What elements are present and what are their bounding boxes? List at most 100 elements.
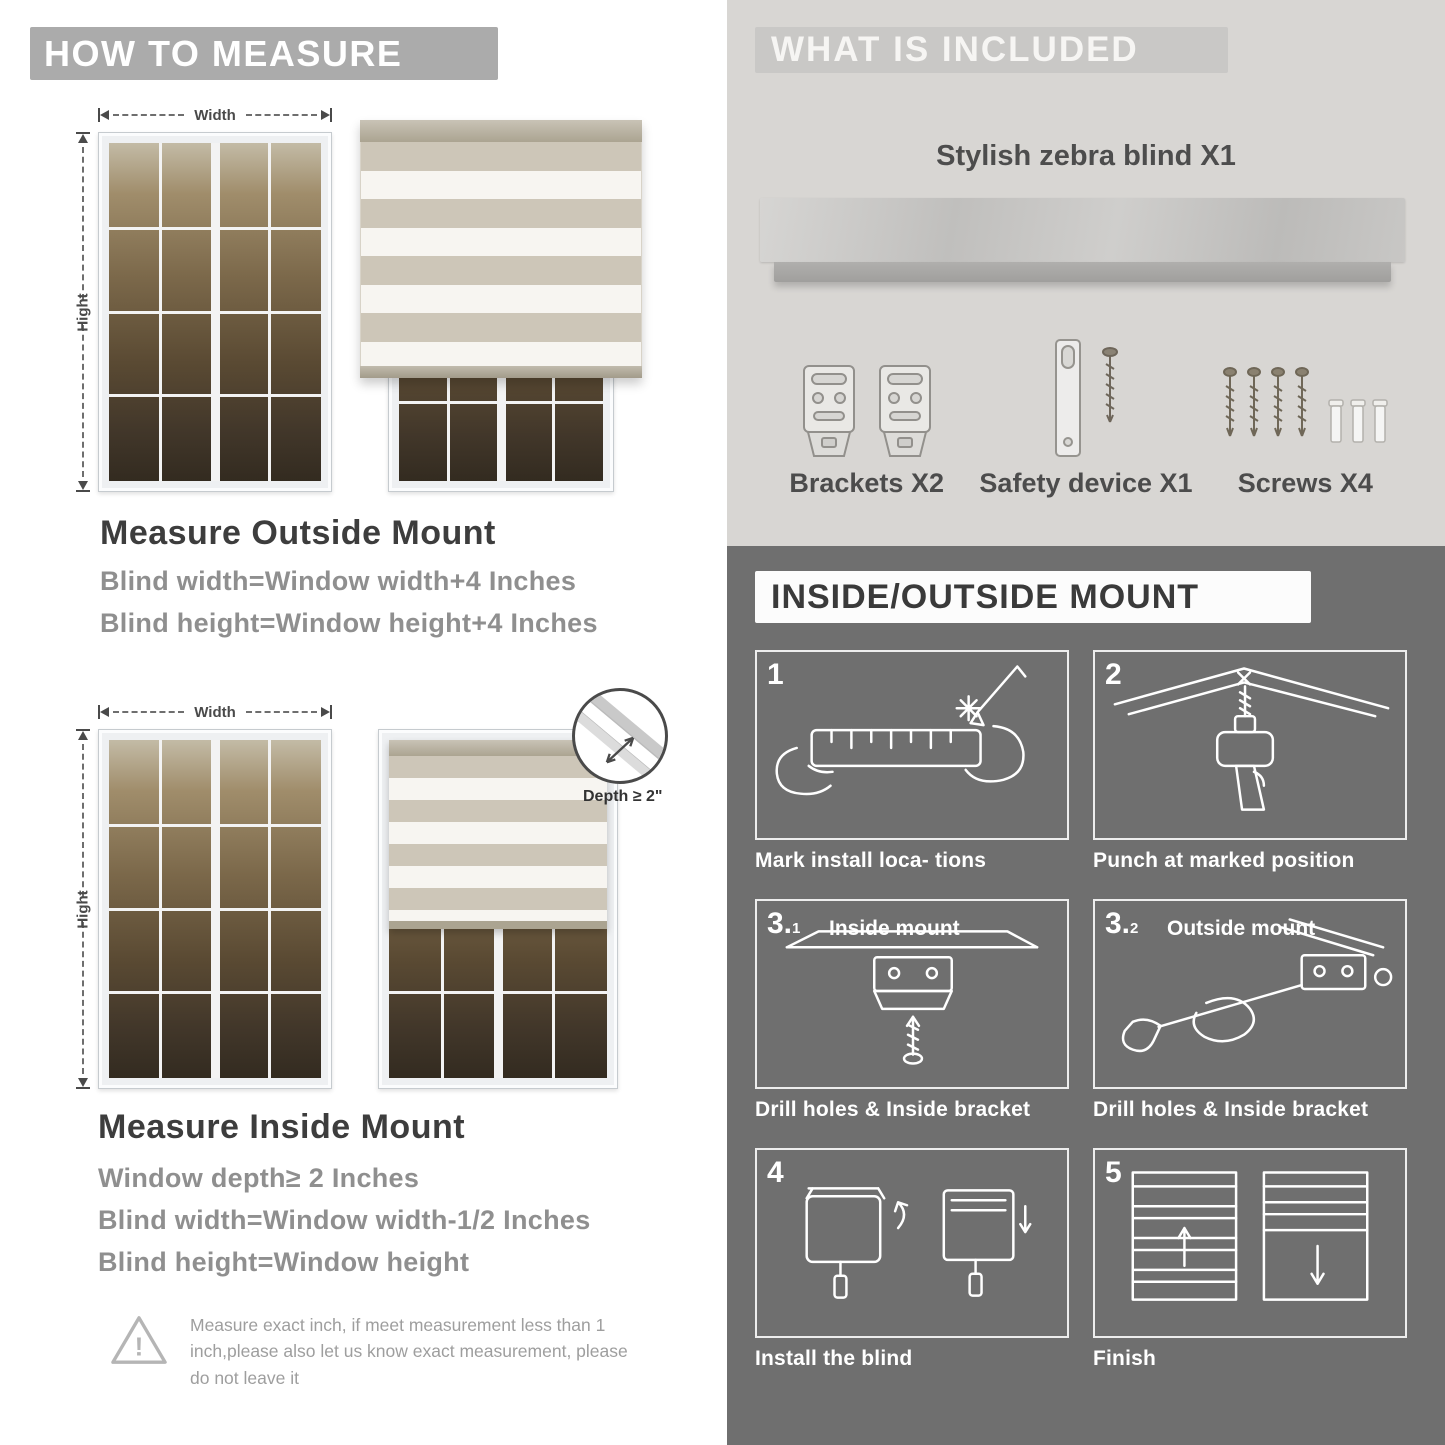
arrow-tick	[76, 490, 90, 492]
step-3-2-box: 3.2 Outside mount	[1093, 899, 1407, 1089]
brackets-illustration	[757, 328, 976, 462]
arrow-tick	[330, 705, 333, 719]
arrow-tick	[76, 729, 90, 731]
inside-mount-line: Window depth≥ 2 Inches	[98, 1163, 420, 1193]
step-3-2: 3.2 Outside mount	[1093, 899, 1407, 1122]
step-5: 5	[1093, 1148, 1407, 1371]
height-label: Hight	[74, 292, 92, 332]
width-arrow-inside: Width	[98, 701, 333, 723]
inside-bracket-illustration	[785, 930, 1039, 1065]
included-parts-row	[757, 328, 1415, 462]
arrow-tick	[76, 1087, 90, 1089]
inside-mount-line: Blind width=Window width-1/2 Inches	[98, 1205, 591, 1235]
included-labels-row: Brackets X2 Safety device X1 Screws X4	[757, 468, 1415, 499]
step-title: Inside mount	[829, 917, 960, 940]
step-3-1-box: 3.1 Inside mount	[755, 899, 1069, 1089]
arrowhead-left-icon	[100, 110, 109, 120]
window-corner-zoom-icon	[575, 691, 665, 781]
arrowhead-up-icon	[78, 134, 88, 143]
step-title: Outside mount	[1167, 917, 1316, 940]
step-caption: Drill holes & Inside bracket	[755, 1098, 1031, 1121]
step-caption: Punch at marked position	[1093, 849, 1355, 872]
blind-stripes	[389, 756, 607, 922]
height-arrow-outside: Hight	[72, 132, 94, 492]
blind-stripes	[360, 142, 642, 366]
window-glass	[109, 740, 321, 1078]
inside-mount-line: Blind height=Window height	[98, 1247, 470, 1277]
dashed-line	[245, 114, 318, 116]
arrow-tick	[98, 705, 100, 719]
step-2: 2	[1093, 650, 1407, 873]
blind-headrail-illustration	[760, 198, 1405, 262]
arrow-tick	[98, 108, 100, 122]
measure-note: ! Measure exact inch, if meet measuremen…	[108, 1312, 648, 1391]
step-number: 5	[1105, 1156, 1122, 1189]
step-number: 1	[767, 658, 784, 691]
outside-mount-line: Blind width=Window width+4 Inches	[100, 566, 577, 596]
inside-mount-title: Measure Inside Mount	[98, 1108, 466, 1146]
step-3-1: 3.1 Inside mount	[755, 899, 1069, 1122]
how-to-measure-banner: HOW TO MEASURE	[30, 27, 498, 80]
blind-headrail	[389, 740, 607, 756]
screws-illustration	[1196, 328, 1415, 462]
how-to-measure-panel: HOW TO MEASURE Width Hight	[0, 0, 712, 1445]
dashed-line	[245, 711, 318, 713]
safety-device-icon	[1054, 339, 1118, 457]
step-4-box: 4	[755, 1148, 1069, 1338]
screws-icon	[1223, 367, 1389, 443]
safety-device-illustration	[976, 328, 1195, 462]
dashed-line	[82, 324, 84, 477]
what-is-included-banner: WHAT IS INCLUDED	[755, 27, 1228, 73]
step-number: 2	[1105, 658, 1122, 691]
blind-bottom-rail	[360, 366, 642, 378]
measure-note-text: Measure exact inch, if meet measurement …	[190, 1315, 628, 1388]
width-label: Width	[194, 703, 236, 721]
step-number: 4	[767, 1156, 784, 1189]
zebra-blind	[360, 120, 642, 378]
arrowhead-left-icon	[100, 707, 109, 717]
what-is-included-section: WHAT IS INCLUDED Stylish zebra blind X1	[727, 0, 1445, 546]
arrow-tick	[330, 108, 333, 122]
right-panel: WHAT IS INCLUDED Stylish zebra blind X1	[727, 0, 1445, 1445]
window-glass	[109, 143, 321, 481]
bracket-icon	[878, 365, 931, 457]
screws-label: Screws X4	[1237, 468, 1373, 498]
mark-location-illustration	[775, 665, 1027, 796]
dashed-line	[113, 114, 185, 116]
step-caption: Finish	[1093, 1347, 1157, 1370]
mount-section-banner: INSIDE/OUTSIDE MOUNT	[755, 571, 1311, 623]
outside-mount-title: Measure Outside Mount	[100, 514, 496, 552]
finish-illustration	[1131, 1171, 1369, 1301]
step-caption: Install the blind	[755, 1347, 913, 1370]
dashed-line	[113, 711, 185, 713]
dashed-line	[82, 744, 84, 897]
blind-bottom-rail	[389, 921, 607, 930]
dashed-line	[82, 147, 84, 300]
step-number: 3.1	[767, 907, 801, 940]
dashed-line	[82, 921, 84, 1074]
arrow-tick	[76, 132, 90, 134]
step-caption: Drill holes & Inside bracket	[1093, 1098, 1369, 1121]
warning-triangle-icon: !	[111, 1316, 167, 1364]
safety-device-label: Safety device X1	[979, 468, 1193, 498]
zebra-blind	[389, 740, 607, 930]
blind-headrail	[360, 120, 642, 142]
step-4: 4	[755, 1148, 1069, 1371]
width-label: Width	[194, 106, 236, 124]
arrowhead-right-icon	[321, 707, 331, 717]
window-illustration-inside	[98, 729, 332, 1089]
zebra-blind-inside-illustration	[378, 729, 618, 1089]
arrowhead-down-icon	[78, 1078, 88, 1087]
mount-instructions-section: INSIDE/OUTSIDE MOUNT 1	[727, 546, 1445, 1445]
arrowhead-up-icon	[78, 731, 88, 740]
bracket-icon	[802, 365, 855, 457]
width-arrow-outside: Width	[98, 104, 333, 126]
zebra-blind-outside-illustration	[360, 120, 642, 492]
outside-mount-line: Blind height=Window height+4 Inches	[100, 608, 598, 638]
step-number: 3.2	[1105, 907, 1139, 940]
mount-steps-grid: 1	[755, 650, 1407, 1371]
drill-illustration	[1113, 667, 1390, 811]
step-1-box: 1	[755, 650, 1069, 840]
arrowhead-right-icon	[321, 110, 331, 120]
